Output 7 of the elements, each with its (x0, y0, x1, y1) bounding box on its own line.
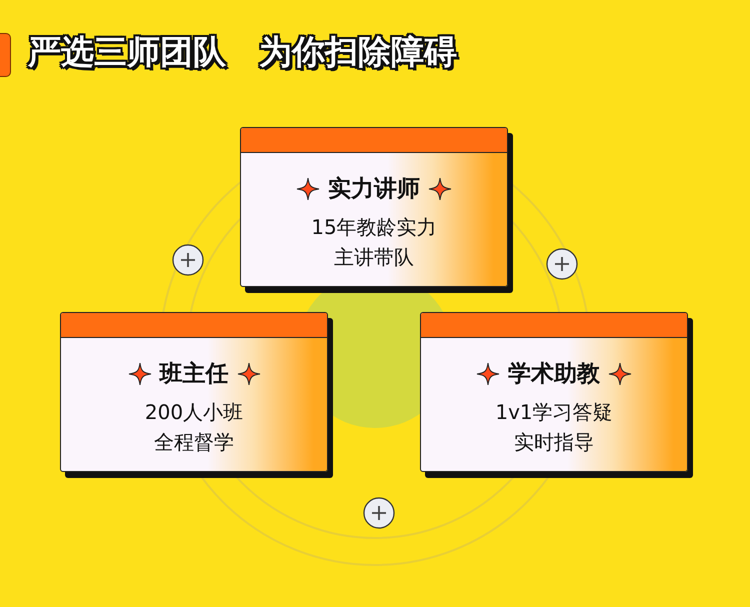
card-heading: 学术助教 (508, 360, 600, 389)
title: 严选三师团队 为你扫除障碍 (28, 31, 457, 73)
card-heading: 班主任 (160, 360, 228, 389)
card-description: 200人小班全程督学 (144, 399, 244, 456)
card-heading: 实力讲师 (328, 175, 420, 204)
card-description: 1v1学习答疑实时指导 (494, 399, 614, 456)
card-description: 15年教龄实力主讲带队 (310, 214, 438, 271)
